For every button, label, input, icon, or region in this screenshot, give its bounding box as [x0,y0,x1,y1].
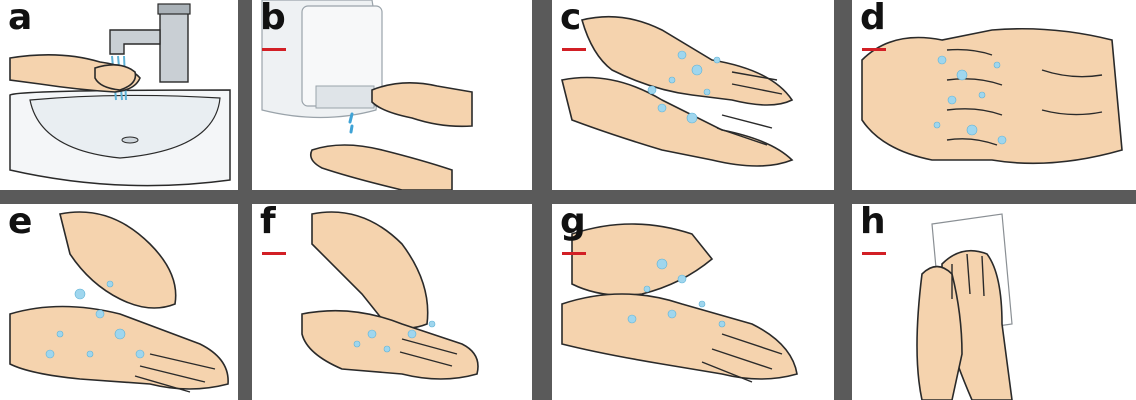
letter-underline [262,48,286,51]
letter-underline [562,48,586,51]
soap-dispenser-illustration [252,0,532,190]
panel-b: b [252,0,532,190]
towel-dry-illustration [852,204,1136,400]
fingertips-rub-illustration [252,204,532,400]
panel-a: a [0,0,238,190]
tap-illustration [0,0,238,190]
panel-e: e [0,204,238,400]
step-letter: e [8,204,32,244]
letter-underline [562,252,586,255]
panel-c: c [552,0,834,190]
interlaced-fingers-illustration [852,0,1136,190]
panel-d: d [852,0,1136,190]
step-letter: c [560,0,581,40]
letter-underline [862,48,886,51]
step-letter: d [860,0,886,40]
palm-rub-illustration [0,204,238,400]
panel-h: h [852,204,1136,400]
hands-back-rub-illustration [552,0,834,190]
step-letter: f [260,204,276,244]
step-letter: a [8,0,32,40]
step-letter: h [860,204,886,244]
wrist-rub-illustration [552,204,834,400]
step-letter: b [260,0,286,40]
step-letter: g [560,204,586,244]
letter-underline [862,252,886,255]
panel-g: g [552,204,834,400]
panel-f: f [252,204,532,400]
letter-underline [262,252,286,255]
